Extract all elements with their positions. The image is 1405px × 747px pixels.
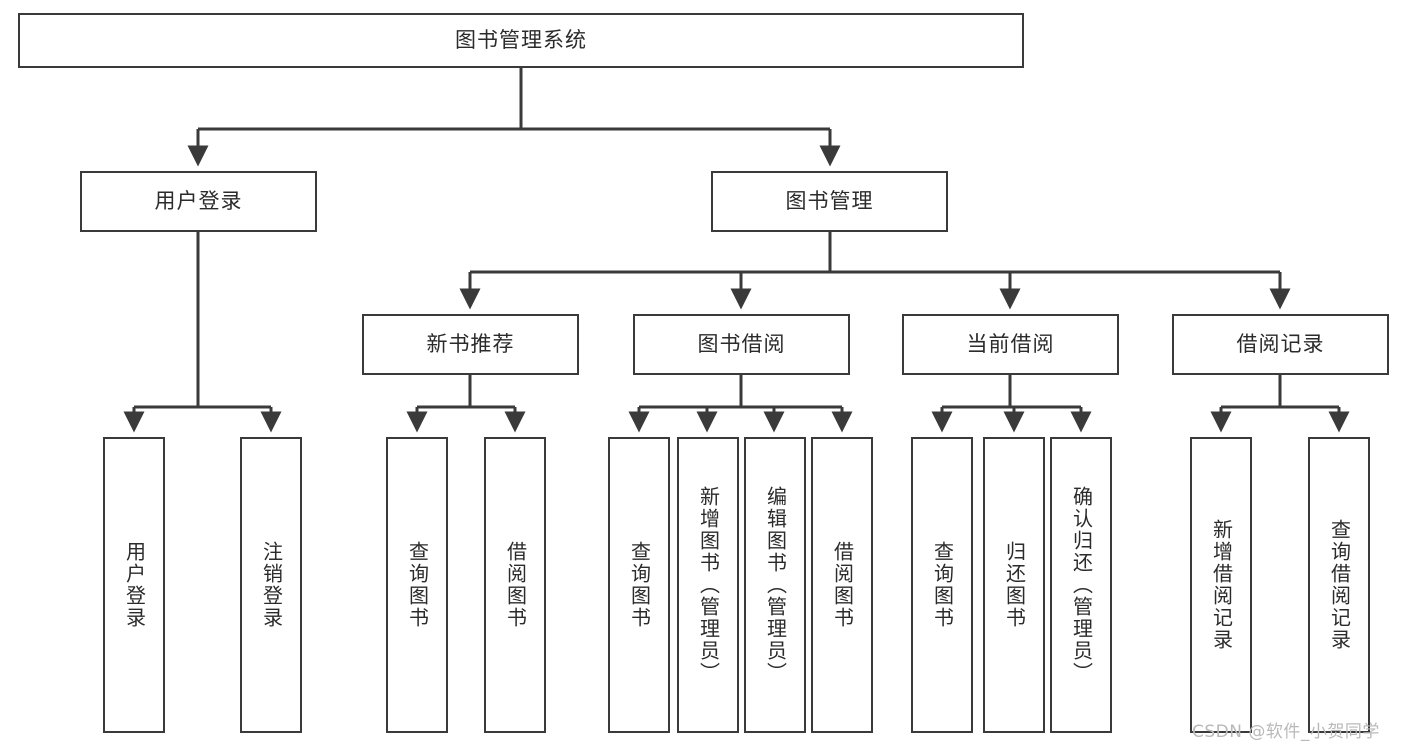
node-root[interactable]: 图书管理系统 bbox=[18, 13, 1024, 68]
node-user-login[interactable]: 用户登录 bbox=[80, 171, 317, 232]
leaf-label: 用户登录 bbox=[122, 541, 147, 629]
leaf-query-book-recommend[interactable]: 查询图书 bbox=[386, 437, 448, 733]
leaf-query-book-current[interactable]: 查询图书 bbox=[911, 437, 973, 733]
node-root-label: 图书管理系统 bbox=[455, 27, 587, 52]
leaf-label: 编辑图书（管理员） bbox=[763, 486, 788, 684]
leaf-borrow-book-recommend[interactable]: 借阅图书 bbox=[484, 437, 546, 733]
node-new-book-recommend[interactable]: 新书推荐 bbox=[362, 314, 579, 375]
leaf-add-book-admin[interactable]: 新增图书（管理员） bbox=[677, 437, 739, 733]
leaf-label: 借阅图书 bbox=[503, 541, 528, 629]
leaf-edit-book-admin[interactable]: 编辑图书（管理员） bbox=[744, 437, 806, 733]
node-borrow-record[interactable]: 借阅记录 bbox=[1172, 314, 1389, 375]
node-book-borrow[interactable]: 图书借阅 bbox=[633, 314, 850, 375]
leaf-label: 新增图书（管理员） bbox=[696, 486, 721, 684]
leaf-label: 查询借阅记录 bbox=[1327, 519, 1352, 651]
leaf-label: 注销登录 bbox=[259, 541, 284, 629]
node-book-borrow-label: 图书借阅 bbox=[697, 331, 786, 356]
leaf-label: 查询图书 bbox=[405, 541, 430, 629]
node-new-book-recommend-label: 新书推荐 bbox=[426, 331, 515, 356]
leaf-query-book-borrow[interactable]: 查询图书 bbox=[608, 437, 670, 733]
leaf-borrow-book[interactable]: 借阅图书 bbox=[811, 437, 873, 733]
node-current-borrow[interactable]: 当前借阅 bbox=[902, 314, 1119, 375]
leaf-label: 归还图书 bbox=[1002, 541, 1027, 629]
node-book-management[interactable]: 图书管理 bbox=[711, 171, 948, 232]
node-borrow-record-label: 借阅记录 bbox=[1236, 331, 1325, 356]
leaf-label: 确认归还（管理员） bbox=[1069, 486, 1094, 684]
watermark: CSDN @软件_小贺同学 bbox=[1192, 722, 1380, 742]
leaf-confirm-return-admin[interactable]: 确认归还（管理员） bbox=[1050, 437, 1112, 733]
leaf-query-borrow-record[interactable]: 查询借阅记录 bbox=[1308, 437, 1370, 733]
node-book-management-label: 图书管理 bbox=[785, 188, 874, 213]
leaf-label: 查询图书 bbox=[627, 541, 652, 629]
node-current-borrow-label: 当前借阅 bbox=[966, 331, 1055, 356]
leaf-return-book[interactable]: 归还图书 bbox=[983, 437, 1045, 733]
node-user-login-label: 用户登录 bbox=[154, 188, 243, 213]
leaf-label: 查询图书 bbox=[930, 541, 955, 629]
leaf-user-login[interactable]: 用户登录 bbox=[103, 437, 165, 733]
leaf-add-borrow-record[interactable]: 新增借阅记录 bbox=[1190, 437, 1252, 733]
leaf-logout[interactable]: 注销登录 bbox=[240, 437, 302, 733]
leaf-label: 新增借阅记录 bbox=[1209, 519, 1234, 651]
leaf-label: 借阅图书 bbox=[830, 541, 855, 629]
